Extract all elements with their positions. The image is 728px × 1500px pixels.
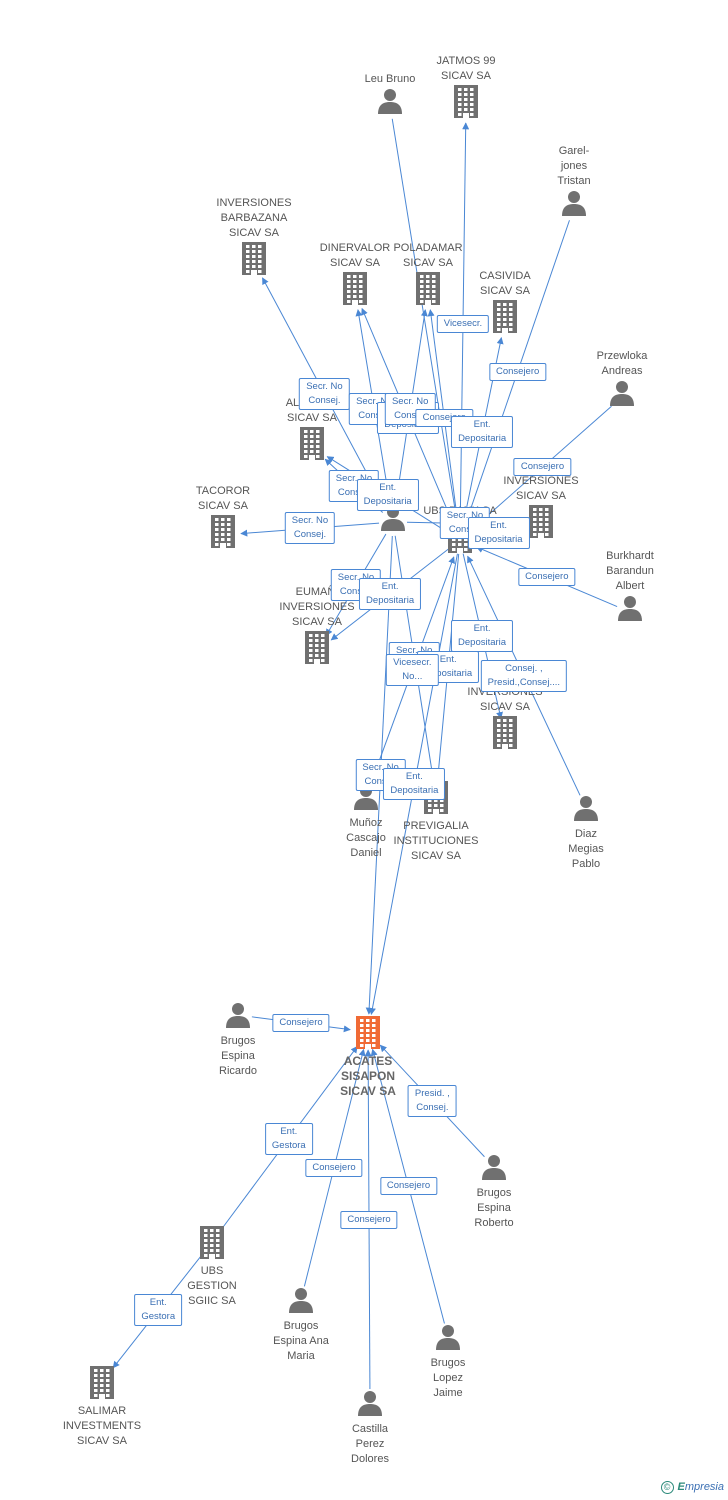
node-label: UBS GESTION SGIIC SA bbox=[187, 1265, 237, 1307]
edge-label[interactable]: Consejero bbox=[513, 458, 572, 477]
building-icon bbox=[194, 241, 314, 280]
node-ricardo[interactable]: Brugos Espina Ricardo bbox=[178, 1001, 298, 1079]
person-icon bbox=[434, 1153, 554, 1186]
node-label: CASIVIDA SICAV SA bbox=[479, 270, 531, 297]
building-icon bbox=[163, 514, 283, 553]
edge-label[interactable]: Consejero bbox=[305, 1158, 363, 1177]
edge-label[interactable]: Consejero bbox=[379, 1177, 438, 1196]
building-icon bbox=[368, 271, 488, 310]
edge-label[interactable]: Consej. , Presid.,Consej.... bbox=[480, 659, 568, 692]
node-label: EUMAÑI INVERSIONES SICAV SA bbox=[279, 586, 355, 628]
brand-name: mpresia bbox=[684, 1481, 724, 1493]
building-icon bbox=[257, 630, 377, 669]
footer-brand: ©Empresia bbox=[660, 1481, 724, 1494]
node-burkhardt[interactable]: Burkhardt Barandun Albert bbox=[570, 549, 690, 627]
edge-label[interactable]: Ent. Depositaria bbox=[451, 415, 514, 448]
edge-label[interactable]: Ent. Depositaria bbox=[359, 578, 422, 611]
edge-label[interactable]: Ent. Depositaria bbox=[383, 768, 446, 801]
person-icon bbox=[526, 794, 646, 827]
edge-label[interactable]: Consejero bbox=[488, 362, 547, 381]
node-label: Przewloka Andreas bbox=[596, 350, 648, 377]
person-icon bbox=[570, 594, 690, 627]
node-label: Castilla Perez Dolores bbox=[351, 1423, 389, 1465]
node-label: PREVIGALIA INSTITUCIONES SICAV SA bbox=[393, 820, 479, 862]
person-icon bbox=[330, 87, 450, 120]
node-label: POLADAMAR SICAV SA bbox=[393, 242, 463, 269]
edge-label[interactable]: Secr. No Consej. bbox=[328, 469, 380, 502]
node-anamaria[interactable]: Brugos Espina Ana Maria bbox=[241, 1286, 361, 1364]
node-label: ACATES SISAPON SICAV SA bbox=[340, 1054, 396, 1098]
copyright-icon: © bbox=[660, 1481, 674, 1494]
node-acates[interactable]: ACATES SISAPON SICAV SA bbox=[308, 1015, 428, 1099]
building-icon bbox=[308, 1015, 428, 1054]
node-label: Brugos Espina Ricardo bbox=[219, 1035, 257, 1077]
edge-label[interactable]: Presid. , Consej. bbox=[407, 1084, 457, 1117]
person-icon bbox=[514, 189, 634, 222]
edge-label[interactable]: Consejero bbox=[518, 567, 576, 586]
node-poladamar[interactable]: POLADAMAR SICAV SA bbox=[368, 241, 488, 310]
node-dinervalor[interactable]: DINERVALOR SICAV SA bbox=[295, 241, 415, 310]
person-icon bbox=[310, 1389, 430, 1422]
node-label: Brugos Espina Ana Maria bbox=[273, 1320, 329, 1362]
edge-label[interactable]: Ent. Gestora bbox=[134, 1294, 183, 1327]
node-jaime[interactable]: Brugos Lopez Jaime bbox=[388, 1323, 508, 1401]
person-icon bbox=[241, 1286, 361, 1319]
node-label: SALIMAR INVESTMENTS SICAV SA bbox=[62, 1405, 142, 1447]
node-label: INVERSIONES BARBAZANA SICAV SA bbox=[216, 197, 292, 239]
building-icon bbox=[42, 1365, 162, 1404]
node-diaz[interactable]: Diaz Megias Pablo bbox=[526, 794, 646, 872]
node-label: Diaz Megias Pablo bbox=[568, 828, 604, 870]
building-icon bbox=[481, 504, 601, 543]
node-eumani[interactable]: EUMAÑI INVERSIONES SICAV SA bbox=[257, 585, 377, 669]
brand-initial: E bbox=[677, 1481, 685, 1493]
edge-label[interactable]: Ent. Gestora bbox=[264, 1122, 313, 1155]
node-label: Garel- jones Tristan bbox=[557, 145, 591, 187]
node-salimar[interactable]: SALIMAR INVESTMENTS SICAV SA bbox=[42, 1365, 162, 1449]
building-icon bbox=[445, 299, 565, 338]
node-garel[interactable]: Garel- jones Tristan bbox=[514, 144, 634, 222]
edge-label[interactable]: Vicesecr. bbox=[436, 315, 490, 334]
node-label: Brugos Lopez Jaime bbox=[430, 1357, 466, 1399]
node-jatmos[interactable]: JATMOS 99 SICAV SA bbox=[406, 54, 526, 123]
edge-label[interactable]: Secr. No Consej. bbox=[299, 377, 350, 410]
person-icon bbox=[388, 1323, 508, 1356]
node-label: JATMOS 99 SICAV SA bbox=[436, 55, 496, 82]
building-icon bbox=[252, 426, 372, 465]
node-casivida[interactable]: CASIVIDA SICAV SA bbox=[445, 269, 565, 338]
node-ubsgestion[interactable]: UBS GESTION SGIIC SA bbox=[152, 1225, 272, 1309]
edge-label[interactable]: Consejero bbox=[340, 1210, 398, 1229]
node-label: Leu Bruno bbox=[364, 73, 416, 85]
node-przewloka[interactable]: Przewloka Andreas bbox=[562, 349, 682, 412]
node-label: Muñoz Cascajo Daniel bbox=[346, 817, 386, 859]
node-barbazana[interactable]: INVERSIONES BARBAZANA SICAV SA bbox=[194, 196, 314, 280]
edge-label[interactable]: Vicesecr. No... bbox=[386, 654, 439, 687]
node-tacoror[interactable]: TACOROR SICAV SA bbox=[163, 484, 283, 553]
node-roberto[interactable]: Brugos Espina Roberto bbox=[434, 1153, 554, 1231]
building-icon bbox=[445, 715, 565, 754]
node-label: Burkhardt Barandun Albert bbox=[606, 550, 654, 592]
node-leu[interactable]: Leu Bruno bbox=[330, 72, 450, 120]
edge-label[interactable]: Ent. Depositaria bbox=[467, 516, 530, 549]
edge-leu-ubsbank bbox=[391, 118, 460, 523]
edge-label[interactable]: Consejero bbox=[272, 1014, 330, 1033]
edge-label[interactable]: Ent. Depositaria bbox=[356, 478, 419, 511]
node-label: Brugos Espina Roberto bbox=[474, 1187, 514, 1229]
building-icon bbox=[406, 84, 526, 123]
building-icon bbox=[295, 271, 415, 310]
person-icon bbox=[562, 379, 682, 412]
node-label: DINERVALOR SICAV SA bbox=[319, 242, 391, 269]
node-label: TACOROR SICAV SA bbox=[195, 485, 251, 512]
node-castilla[interactable]: Castilla Perez Dolores bbox=[310, 1389, 430, 1467]
node-munoz[interactable]: Muñoz Cascajo Daniel bbox=[306, 783, 426, 861]
building-icon bbox=[152, 1225, 272, 1264]
node-inversiones2[interactable]: INVERSIONES SICAV SA bbox=[445, 685, 565, 754]
edge-label[interactable]: Ent. Depositaria bbox=[451, 620, 514, 653]
person-icon bbox=[178, 1001, 298, 1034]
edge-label[interactable]: Secr. No Consej. bbox=[284, 512, 336, 545]
